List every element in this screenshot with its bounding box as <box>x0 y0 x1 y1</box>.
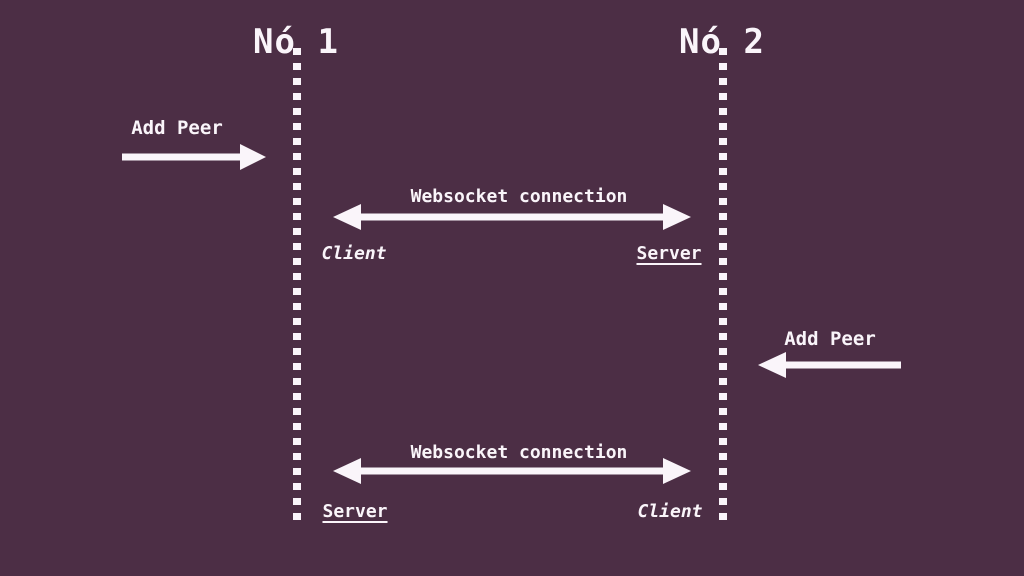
websocket-2-client-role: Client <box>637 501 703 522</box>
add-peer-2-arrow-icon <box>758 352 901 378</box>
add-peer-1-arrow-icon <box>122 144 266 170</box>
node1-title: Nó 1 <box>253 22 339 62</box>
websocket-2-label: Websocket connection <box>410 442 628 463</box>
websocket-2-server-role: Server <box>322 501 388 522</box>
websocket-1-label: Websocket connection <box>410 186 628 207</box>
websocket-2-arrow-icon <box>333 458 691 484</box>
websocket-1-client-role: Client <box>321 243 387 264</box>
add-peer-2-label: Add Peer <box>784 328 876 350</box>
websocket-1-arrow-icon <box>333 204 691 230</box>
websocket-1-server-role: Server <box>636 243 702 264</box>
node2-title: Nó 2 <box>679 22 765 62</box>
add-peer-1-label: Add Peer <box>131 117 223 139</box>
